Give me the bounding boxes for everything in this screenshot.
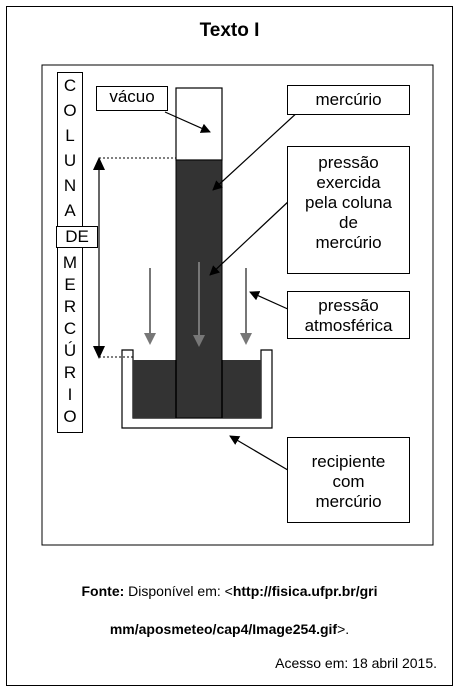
column-label-letter: C (63, 76, 77, 95)
height-arrowhead-up (93, 157, 105, 170)
column-label-letter: O (63, 407, 77, 426)
column-label-letter: A (64, 201, 76, 220)
column-label-letter: R (63, 297, 77, 316)
source-line-1: Fonte: Disponível em: <http://fisica.ufp… (0, 583, 459, 599)
column-pressure-line: exercida (316, 173, 381, 192)
vacuum-pointer (164, 111, 211, 133)
column-label-letter: L (65, 126, 75, 145)
column-label-letter: M (62, 253, 78, 272)
source-suffix: >. (337, 621, 350, 637)
height-arrowhead-down (93, 346, 105, 359)
column-label-letter: O (63, 101, 77, 120)
source-url-part-1[interactable]: http://fisica.ufpr.br/gri (232, 583, 378, 599)
column-label-letter: I (67, 385, 73, 404)
container-pointer (229, 435, 299, 477)
atm-pressure-line: pressão (318, 296, 379, 315)
page-title: Texto I (199, 20, 260, 41)
source-prefix: Fonte: (81, 583, 125, 599)
container-label-line: recipiente (311, 452, 386, 471)
tube-vacuum (175, 87, 223, 161)
column-pressure-line: mercúrio (315, 233, 382, 252)
column-label-de: DE (56, 226, 98, 248)
mercury-pointer (212, 109, 301, 191)
column-label-letter: U (63, 151, 77, 170)
container-label-line: com (332, 472, 365, 491)
access-date: Acesso em: 18 abril 2015. (275, 655, 437, 671)
diagram-frame (41, 64, 434, 546)
column-label-letter: E (64, 275, 76, 294)
column-pressure-label: pressão exercida pela coluna de mercúrio (287, 146, 410, 274)
column-label-letter: Ú (63, 341, 77, 360)
atmospheric-pressure-label: pressão atmosférica (287, 291, 410, 339)
source-text: Disponível em: < (128, 583, 233, 599)
column-label-letter: R (63, 363, 77, 382)
column-pressure-line: de (339, 213, 358, 232)
atm-pointer (249, 291, 291, 311)
barometer-diagram (41, 64, 434, 546)
column-label-letter: N (63, 176, 77, 195)
mercury-label: mercúrio (287, 85, 410, 115)
atm-pressure-line: atmosférica (304, 316, 393, 335)
source-url-part-2[interactable]: mm/aposmeteo/cap4/Image254.gif (109, 621, 338, 637)
vacuum-label: vácuo (96, 86, 168, 111)
column-pressure-pointer (209, 199, 291, 276)
container-label: recipiente com mercúrio (287, 437, 410, 523)
column-pressure-line: pela coluna (305, 193, 392, 212)
container-label-line: mercúrio (315, 492, 382, 511)
column-label-letter: C (63, 319, 77, 338)
column-pressure-line: pressão (318, 153, 379, 172)
source-line-2: mm/aposmeteo/cap4/Image254.gif>. (0, 621, 459, 637)
